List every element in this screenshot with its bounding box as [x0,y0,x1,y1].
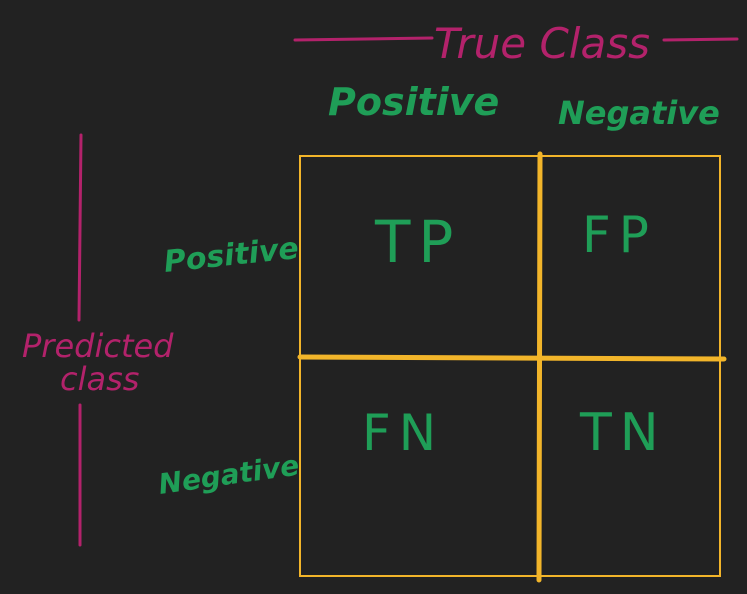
predicted-class-line-top [77,133,83,322]
predicted-class-label-line2: class [60,360,139,398]
matrix-vertical-divider [536,151,543,583]
predicted-class-label-line1: Predicted [22,327,174,365]
true-class-label: True Class [434,19,650,68]
column-header-negative: Negative [558,94,720,132]
cell-tp: TP [374,208,461,276]
column-header-positive: Positive [328,80,499,124]
true-class-line-right [662,37,739,42]
row-header-negative: Negative [156,449,301,501]
row-header-positive: Positive [162,231,300,280]
matrix-border [299,155,721,577]
cell-fp: FP [582,206,657,264]
matrix-horizontal-divider [297,354,727,362]
cell-tn: TN [579,403,667,463]
cell-fn: FN [362,404,444,462]
true-class-line-left [293,36,434,42]
